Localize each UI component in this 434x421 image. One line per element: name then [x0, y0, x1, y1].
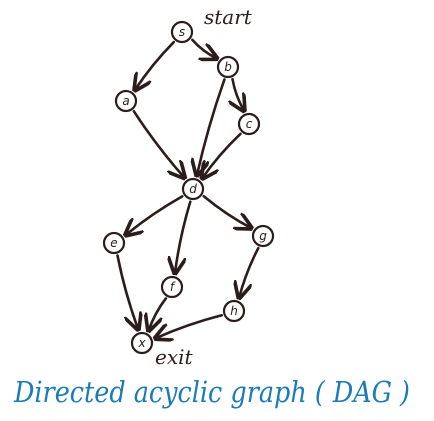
edge-s-b [191, 38, 217, 59]
edge-f-x [149, 297, 168, 330]
edge-e-x [116, 254, 139, 330]
node-e-circle [102, 231, 126, 255]
diagram-caption: Directed acyclic graph ( DAG ) [13, 375, 410, 409]
edge-d-g [202, 194, 252, 228]
edge-b-d [197, 78, 226, 175]
node-s-label: s [179, 25, 185, 39]
nodes: s a b c d e f g h x [102, 20, 275, 355]
node-h-label: h [230, 304, 238, 318]
node-h-circle [222, 299, 246, 323]
edge-g-h [239, 246, 260, 298]
node-b-circle [216, 55, 240, 79]
node-d-circle [181, 177, 205, 201]
node-g: g [251, 224, 275, 248]
node-g-circle [251, 224, 275, 248]
node-h: h [222, 299, 246, 323]
node-a-label: a [122, 94, 129, 108]
node-x-label: x [137, 336, 146, 350]
node-a: a [114, 89, 138, 113]
edge-h-x [155, 313, 224, 338]
exit-label: exit [155, 345, 194, 369]
node-c-circle [237, 112, 261, 136]
node-g-label: g [259, 229, 267, 243]
node-b-label: b [224, 60, 232, 74]
node-s: s [170, 20, 194, 44]
node-b: b [216, 55, 240, 79]
node-s-circle [170, 20, 194, 44]
node-f-circle [160, 275, 184, 299]
node-d-label: d [189, 182, 197, 196]
node-x-circle [130, 331, 154, 355]
edge-a-d [132, 110, 185, 178]
node-e-label: e [110, 236, 117, 250]
node-d: d [181, 177, 205, 201]
node-x: x [130, 331, 154, 355]
node-e: e [102, 231, 126, 255]
edges [116, 38, 260, 339]
node-c-label: c [246, 117, 253, 131]
node-f-label: f [170, 280, 176, 294]
edge-d-e [126, 195, 184, 235]
edge-s-a [135, 40, 176, 90]
node-f: f [160, 275, 184, 299]
start-label: start [204, 5, 253, 29]
node-a-circle [114, 89, 138, 113]
node-c: c [237, 112, 261, 136]
edge-d-f [175, 200, 192, 274]
edge-c-d [202, 132, 242, 179]
edge-b-c [232, 77, 244, 111]
